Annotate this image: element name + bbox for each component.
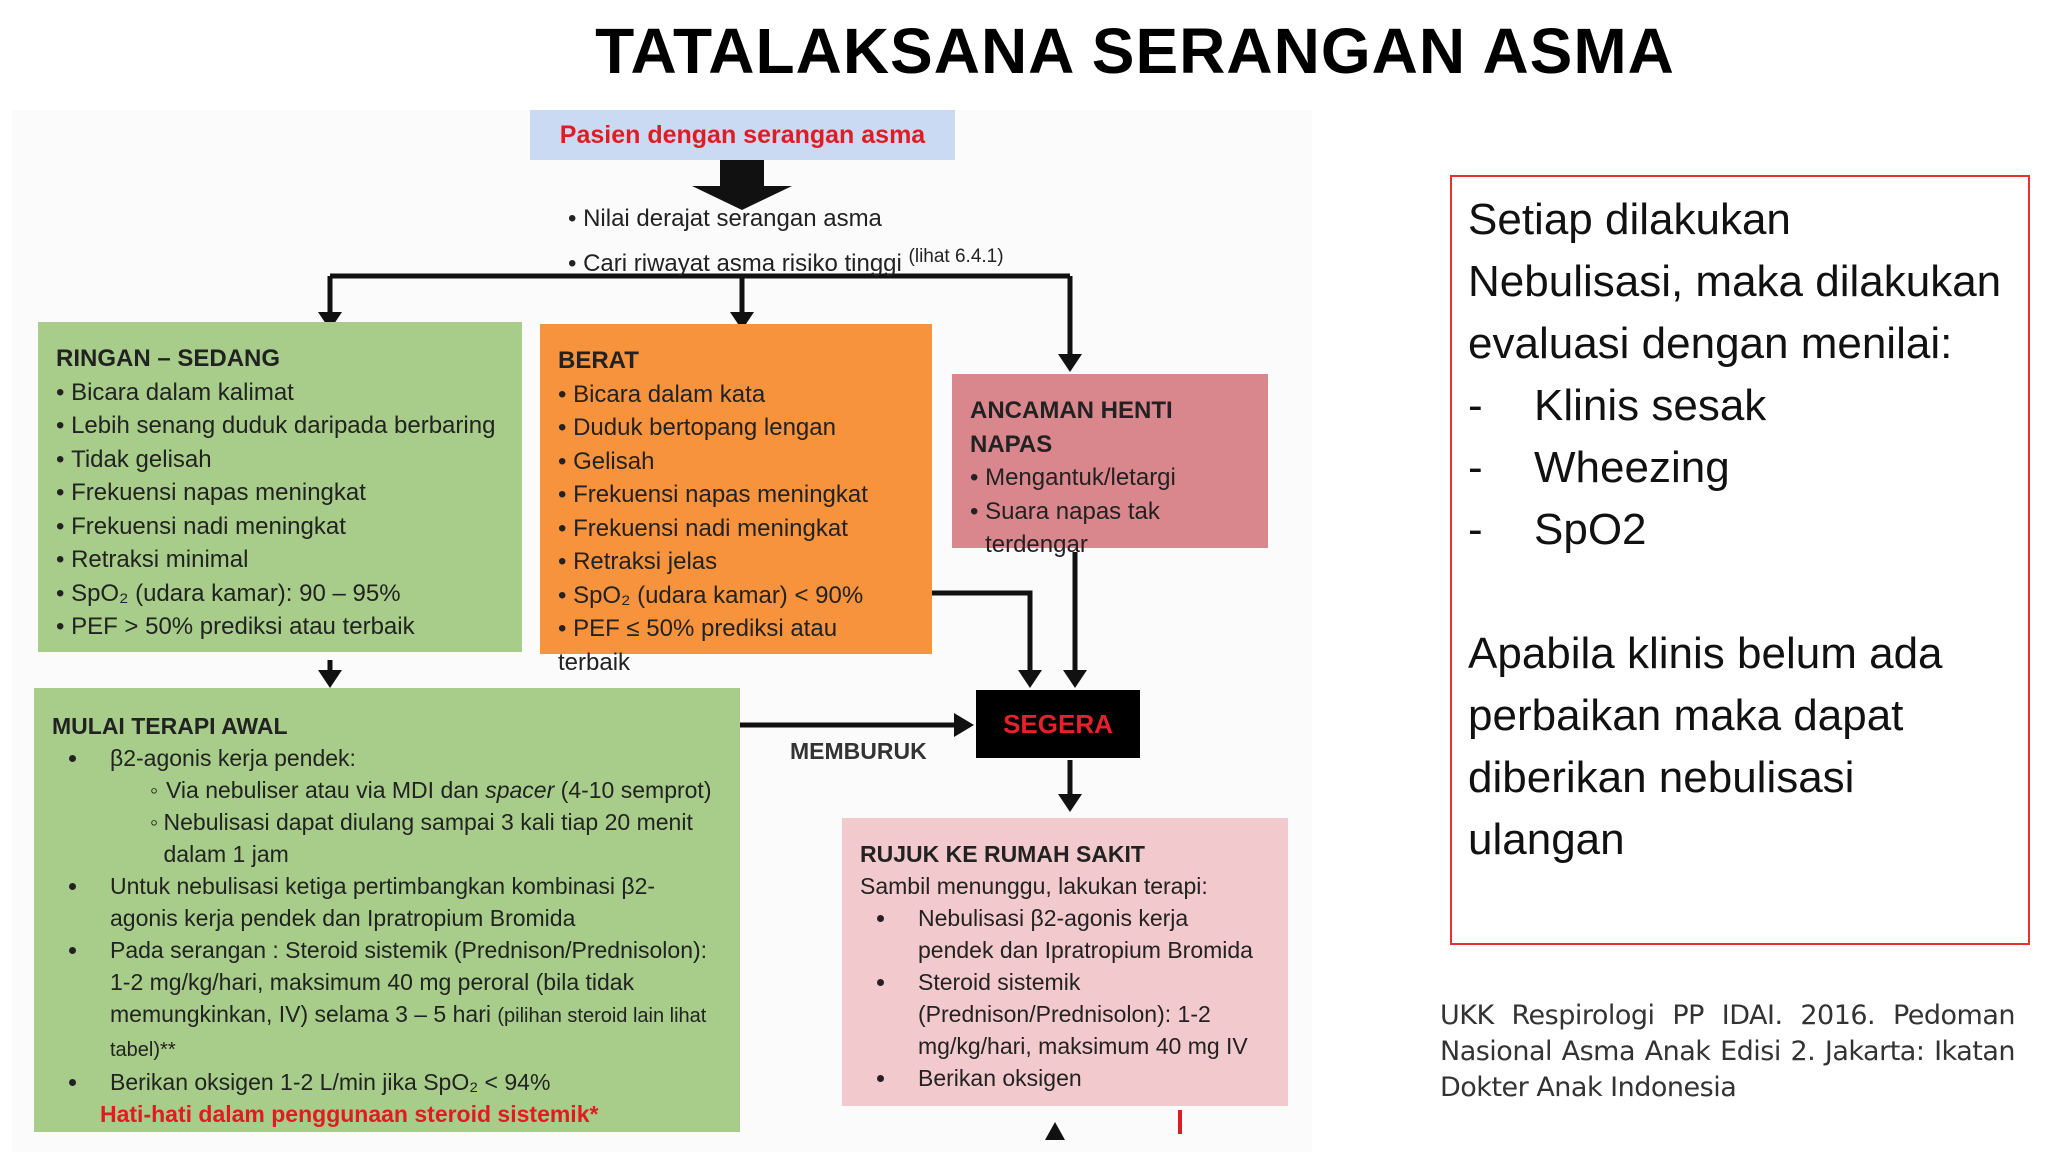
- urgent-box: SEGERA: [976, 690, 1140, 758]
- respiratory-arrest-box: ANCAMAN HENTI NAPAS Mengantuk/letargi • …: [952, 374, 1268, 558]
- initial-therapy-box: MULAI TERAPI AWAL β2-agonis kerja pendek…: [34, 688, 740, 1132]
- evaluation-note-box: Setiap dilakukan Nebulisasi, maka dilaku…: [1450, 175, 2030, 945]
- referral-box: RUJUK KE RUMAH SAKIT Sambil menunggu, la…: [842, 818, 1288, 1106]
- threat-heading: ANCAMAN HENTI NAPAS: [970, 397, 1173, 458]
- list-item: Bicara dalam kata: [558, 378, 914, 412]
- mild-moderate-box: RINGAN – SEDANG Bicara dalam kalimat Leb…: [38, 322, 522, 652]
- referral-heading: RUJUK KE RUMAH SAKIT: [860, 841, 1145, 867]
- assess-item: Cari riwayat asma risiko tinggi: [583, 250, 902, 277]
- list-item: Gelisah: [558, 445, 914, 479]
- severe-box: BERAT Bicara dalam kata Duduk bertopang …: [540, 324, 932, 676]
- list-item: Tidak gelisah: [56, 443, 504, 477]
- list-item: Mengantuk/letargi: [970, 461, 1250, 495]
- partial-red-line: [1178, 1110, 1182, 1134]
- list-item: Berikan oksigen 1-2 L/min jika SpO₂ < 94…: [110, 1069, 551, 1095]
- list-item: β2-agonis kerja pendek:: [110, 745, 356, 771]
- list-item: Frekuensi napas meningkat: [56, 476, 504, 510]
- list-item: Untuk nebulisasi ketiga pertimbangkan ko…: [110, 873, 656, 931]
- citation-line: Nasional Asma Anak Edisi 2. Jakarta: Ika…: [1440, 1036, 2016, 1067]
- patient-box: Pasien dengan serangan asma: [530, 110, 955, 160]
- list-item: Retraksi jelas: [558, 545, 914, 579]
- list-item: Berikan oksigen: [918, 1065, 1082, 1091]
- citation: UKK Respirologi PP IDAI. 2016. Pedoman N…: [1440, 998, 2016, 1106]
- initial-heading: MULAI TERAPI AWAL: [52, 713, 288, 739]
- citation-line: Dokter Anak Indonesia: [1440, 1072, 1737, 1103]
- list-item: Frekuensi nadi meningkat: [56, 510, 504, 544]
- list-item: Suara napas tak terdengar: [985, 497, 1160, 559]
- list-item: Retraksi minimal: [56, 543, 504, 577]
- note-paragraph: Apabila klinis belum ada perbaikan maka …: [1468, 629, 1943, 864]
- list-item: Lebih senang duduk daripada berbaring: [56, 409, 504, 443]
- note-paragraph: Setiap dilakukan Nebulisasi, maka dilaku…: [1468, 195, 2002, 368]
- note-item: Klinis sesak: [1534, 381, 1767, 430]
- arrow-heads: [318, 312, 1087, 1140]
- note-item: Wheezing: [1534, 443, 1730, 492]
- assess-item: Nilai derajat serangan asma: [583, 205, 882, 232]
- list-item: SpO₂ (udara kamar): 90 – 95%: [56, 577, 504, 611]
- list-item: Steroid sistemik (Prednison/Prednisolon)…: [918, 969, 1248, 1059]
- list-item: Via nebuliser atau via MDI dan: [166, 777, 486, 803]
- warning-text: Hati-hati dalam penggunaan steroid siste…: [100, 1101, 599, 1127]
- list-item: Bicara dalam kalimat: [56, 376, 504, 410]
- list-item: Frekuensi nadi meningkat: [558, 512, 914, 546]
- list-item: PEF ≤ 50% prediksi atau terbaik: [558, 612, 914, 679]
- list-item: (4-10 semprot): [554, 777, 712, 803]
- list-item: Nebulisasi dapat diulang sampai 3 kali t…: [163, 809, 693, 867]
- assessment-list: • Nilai derajat serangan asma • Cari riw…: [568, 205, 1004, 277]
- list-item: SpO₂ (udara kamar) < 90%: [558, 579, 914, 613]
- list-item: Duduk bertopang lengan: [558, 411, 914, 445]
- mild-heading: RINGAN – SEDANG: [56, 345, 281, 372]
- note-item: SpO2: [1534, 505, 1647, 554]
- referral-subheading: Sambil menunggu, lakukan terapi:: [860, 873, 1208, 899]
- list-item: PEF > 50% prediksi atau terbaik: [56, 610, 504, 644]
- list-item-note: (pilihan steroid lain lihat tabel)**: [110, 1005, 707, 1061]
- severe-heading: BERAT: [558, 347, 639, 374]
- list-item: Nebulisasi β2-agonis kerja pendek dan Ip…: [918, 905, 1253, 963]
- citation-line: UKK Respirologi PP IDAI. 2016. Pedoman: [1440, 1000, 2016, 1031]
- worsen-label: MEMBURUK: [790, 738, 927, 764]
- main-down-arrow: [692, 160, 792, 210]
- flowchart-arrows: [318, 160, 1182, 1140]
- list-item: Pada serangan : Steroid sistemik (Predni…: [110, 937, 708, 1027]
- assess-ref: (lihat 6.4.1): [908, 246, 1004, 267]
- list-item: Frekuensi napas meningkat: [558, 478, 914, 512]
- page-title: TATALAKSANA SERANGAN ASMA: [595, 15, 1675, 87]
- emphasis: spacer: [485, 777, 555, 803]
